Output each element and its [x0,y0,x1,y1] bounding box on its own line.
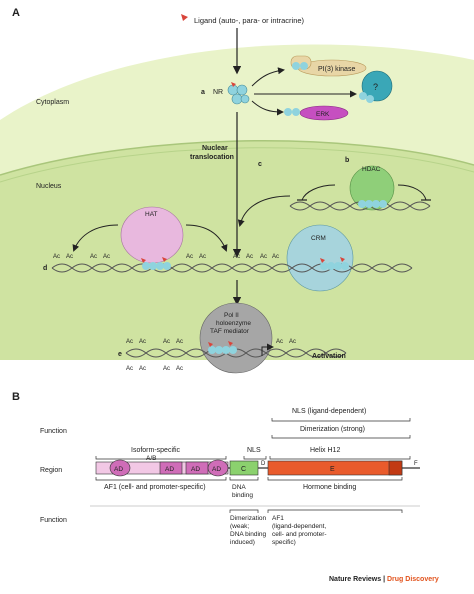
af1-label: AF1 (cell- and promoter-specific) [104,484,206,491]
step-a-label: a [201,89,205,96]
svg-text:Ac: Ac [233,254,240,260]
erk-protein [284,105,349,121]
nuclear-translocation-line1: Nuclear [202,145,228,152]
ad-label-2: AD [165,466,174,473]
transcription-start-arrow [261,343,274,356]
step-c-label: c [258,161,262,168]
region-c [229,460,259,476]
ligand-label: Ligand (auto-, para- or intracrine) [194,16,305,25]
svg-text:Ac: Ac [246,254,253,260]
svg-text:Ac: Ac [103,254,110,260]
nls-ligand-label: NLS (ligand-dependent) [292,408,366,415]
af1b-line4: specific) [272,539,296,546]
acetyl-marks-e: Ac Ac Ac Ac Ac Ac Ac Ac Ac Ac [126,339,296,372]
hdac-protein [349,165,395,211]
activation-label: Activation [312,353,346,360]
dna-strand-d [51,263,413,273]
af1b-line2: (ligand-dependent, [272,523,326,530]
isoform-specific-label: Isoform-specific [131,447,181,454]
hdac-label: HDAC [362,166,381,173]
receptor-dimer-d2 [320,257,349,270]
helix-h12-label: Helix H12 [310,447,340,454]
hormone-binding-label: Hormone binding [303,484,356,491]
receptor-dimer-d1 [141,257,171,270]
svg-text:Ac: Ac [260,254,267,260]
svg-text:Ac: Ac [199,254,206,260]
acetyl-marks-d: Ac Ac Ac Ac Ac Ac Ac Ac Ac Ac [53,254,279,260]
nr-label: NR [213,89,223,96]
dna-binding-line2: binding [232,492,253,499]
svg-text:Ac: Ac [176,339,183,345]
pol-label-2: holoenzyme [216,320,251,327]
region-ab [95,459,229,477]
receptor-dimer-e [208,341,237,354]
nls-label: NLS [247,447,261,454]
region-ab-label: A/B [146,455,156,462]
function-bottom-label: Function [40,517,67,524]
region-e-label: E [330,466,335,473]
cytoplasm-label: Cytoplasm [36,99,69,106]
pol-ii-holoenzyme [199,302,273,374]
pol-label-1: Pol II [224,312,239,319]
step-d-label: d [43,265,47,272]
dim-weak-line1: Dimerization [230,515,267,522]
region-e [267,460,403,476]
receptor-dimer-b [358,200,387,208]
step-b-label: b [345,157,349,164]
af1b-line3: cell- and promoter- [272,531,327,538]
panel-a-label: A [12,7,20,19]
svg-text:Ac: Ac [289,339,296,345]
svg-text:Ac: Ac [139,339,146,345]
svg-text:Ac: Ac [90,254,97,260]
pi3k-label: PI(3) kinase [318,66,355,73]
region-label: Region [40,467,62,474]
af1b-line1: AF1 [272,515,284,522]
dim-weak-line3: DNA binding [230,531,267,538]
hat-label: HAT [145,211,158,218]
svg-text:Ac: Ac [53,254,60,260]
unknown-label: ? [373,82,378,92]
svg-text:Ac: Ac [126,339,133,345]
helix-h12-segment [388,460,403,476]
pi3k-protein [290,55,367,77]
ad-label-1: AD [114,466,123,473]
dimerization-strong-label: Dimerization (strong) [300,426,365,433]
step-e-label: e [118,351,122,358]
region-c-label: C [241,466,246,473]
dna-binding-line1: DNA [232,484,246,491]
dim-weak-line2: (weak; [230,523,249,530]
svg-text:Ac: Ac [163,366,170,372]
erk-label: ERK [316,111,330,118]
crm-label: CRM [311,235,326,242]
svg-text:Ac: Ac [163,339,170,345]
region-f-label: F [414,461,418,467]
panel-b-label: B [12,391,20,403]
nuclear-translocation-line2: translocation [190,154,234,161]
footer-credit: Nature Reviews | Drug Discovery [329,576,439,583]
svg-text:Ac: Ac [66,254,73,260]
function-top-label: Function [40,428,67,435]
nucleus-label: Nucleus [36,183,62,190]
ad-label-4: AD [212,466,221,473]
unknown-protein [359,70,393,103]
svg-text:Ac: Ac [176,366,183,372]
pol-label-3: TAF mediator [210,328,250,335]
svg-text:Ac: Ac [186,254,193,260]
nuclear-receptor [227,82,250,105]
region-d-label: D [261,461,266,467]
ligand-icon [181,14,188,21]
svg-text:Ac: Ac [139,366,146,372]
svg-text:Ac: Ac [126,366,133,372]
ad-label-3: AD [191,466,200,473]
svg-text:Ac: Ac [276,339,283,345]
dim-weak-line4: induced) [230,539,255,546]
svg-text:Ac: Ac [272,254,279,260]
